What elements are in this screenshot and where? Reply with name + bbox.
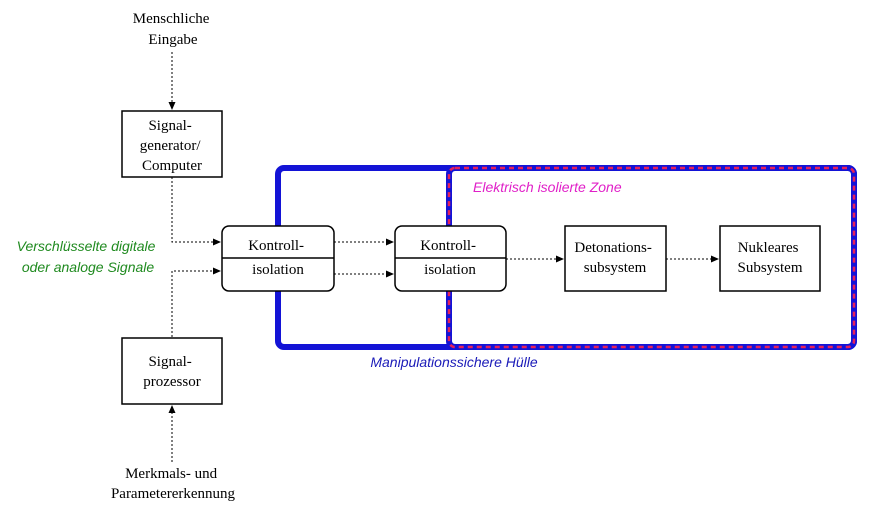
signal-generator-label: Signal- generator/ Computer — [140, 118, 205, 174]
nuclear-subsystem-label: Nukleares Subsystem — [737, 240, 802, 276]
control-isolation-1-label: Kontroll- isolation — [248, 238, 308, 278]
signal-generator-box — [121, 110, 223, 178]
detonation-subsystem-box — [564, 225, 667, 292]
nuclear-subsystem-box — [719, 225, 821, 292]
human-input-label: Menschliche Eingabe — [133, 11, 213, 48]
encrypted-signals-label: Verschlüsselte digitale oder analoge Sig… — [17, 238, 160, 275]
feature-recognition-label: Merkmals- und Parametererkennung — [111, 466, 236, 502]
isolated-zone-label: Elektrisch isolierte Zone — [473, 179, 622, 195]
signal-processor-box — [121, 337, 223, 405]
tamper-enclosure-label: Manipulationssichere Hülle — [370, 354, 538, 370]
control-isolation-2-label: Kontroll- isolation — [420, 238, 480, 278]
arrow-generator-to-isolation — [171, 177, 221, 246]
signal-processor-label: Signal- prozessor — [143, 354, 200, 390]
arrow-processor-to-isolation — [171, 267, 221, 337]
detonation-subsystem-label: Detonations- subsystem — [574, 240, 655, 276]
